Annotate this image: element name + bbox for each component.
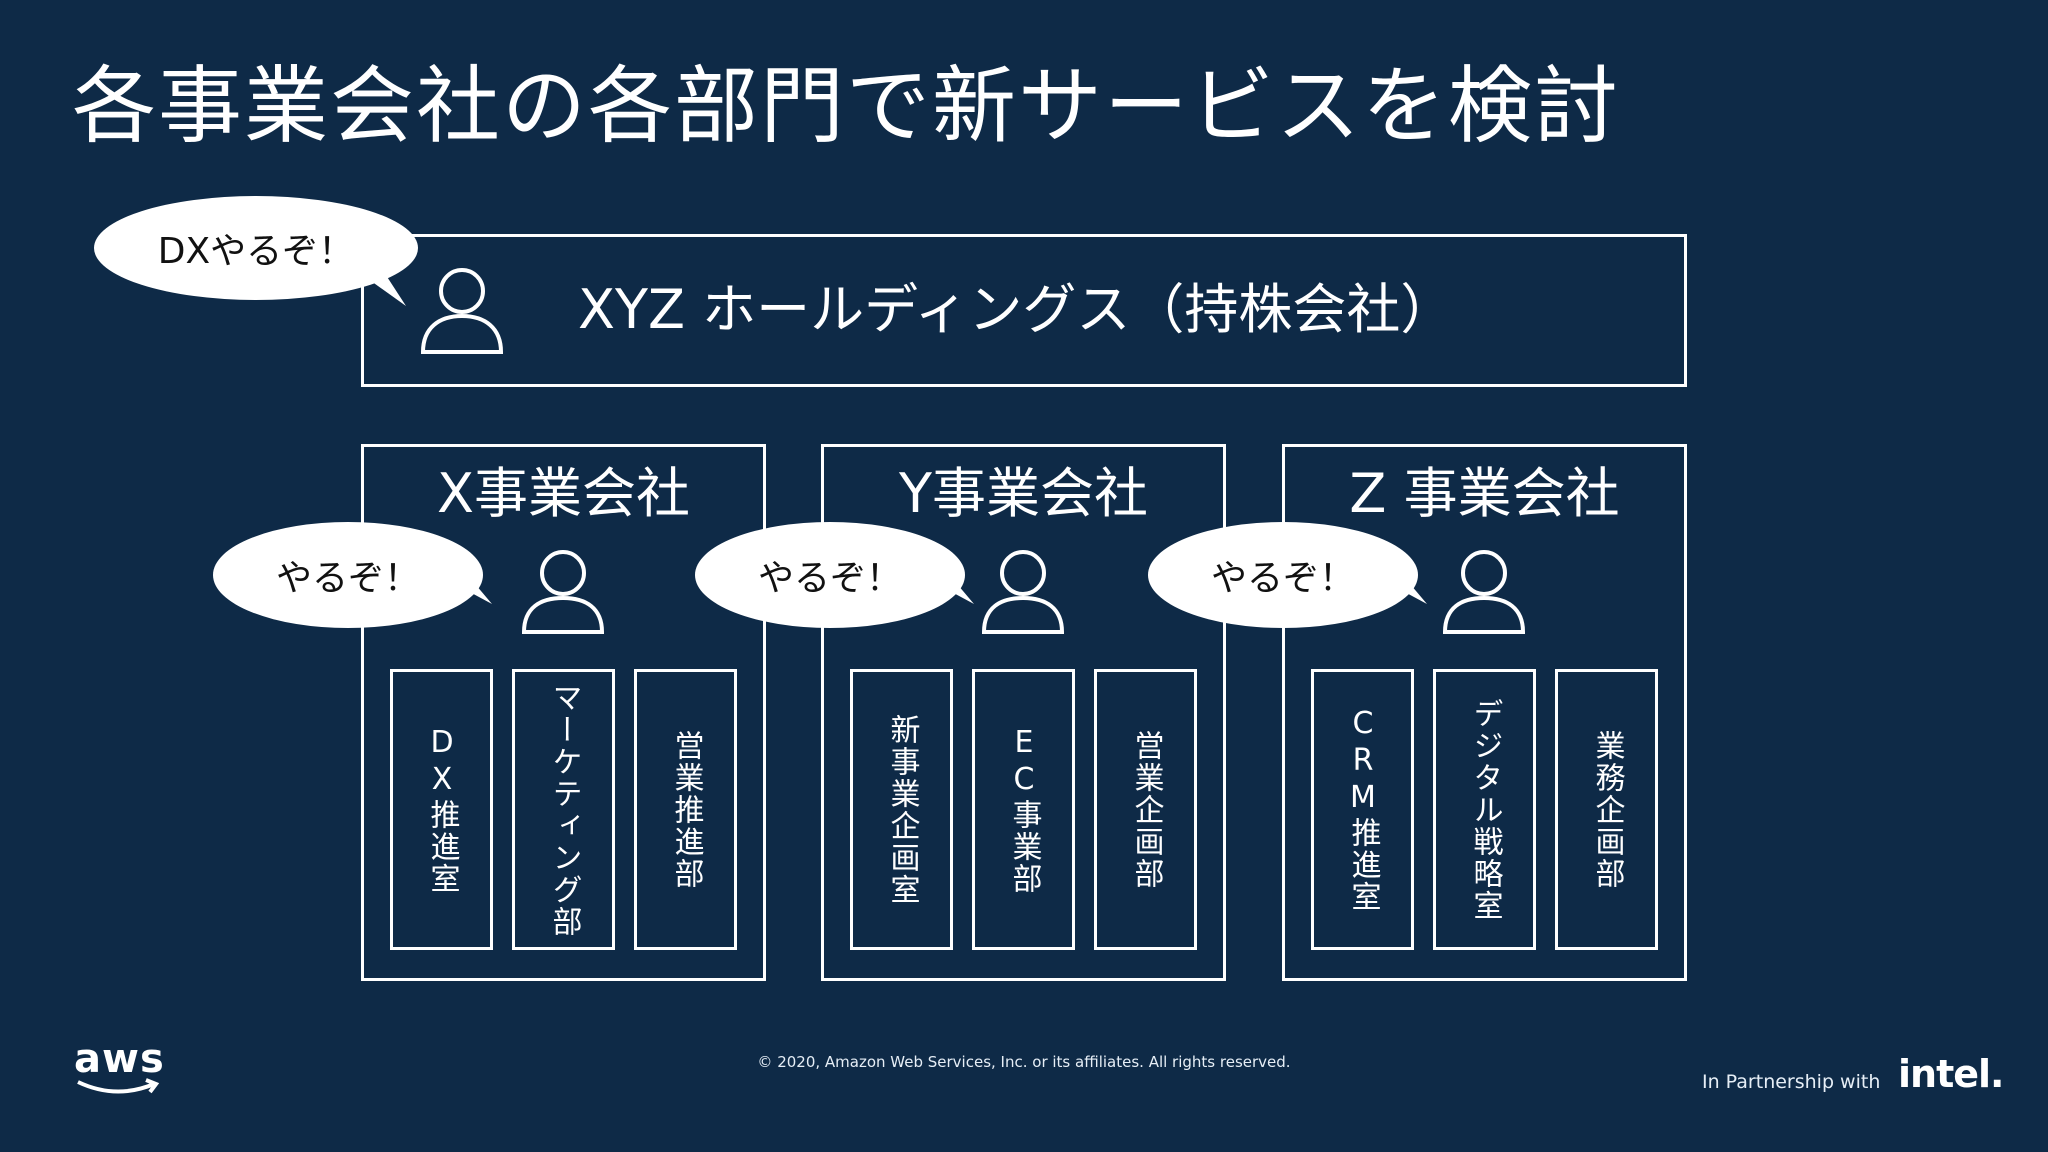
holding-company-label: XYZ ホールディングス（持株会社） <box>578 278 1455 341</box>
speech-bubble-text: DXやるぞ！ <box>157 231 355 272</box>
department-box: DX推進室 <box>390 669 493 950</box>
speech-bubble-tail <box>922 576 974 604</box>
company-box-z <box>1282 444 1687 981</box>
speech-bubble-text: やるぞ！ <box>1210 558 1355 599</box>
partnership-text: In Partnership with <box>1702 1071 1881 1093</box>
speech-bubble-tail <box>1375 576 1427 604</box>
slide-title: 各事業会社の各部門で新サービスを検討 <box>72 57 1621 155</box>
person-icon <box>419 266 505 354</box>
speech-bubble-tail <box>440 576 492 604</box>
speech-bubble-text: やるぞ！ <box>275 558 420 599</box>
speech-bubble-tail <box>350 266 406 306</box>
company-title-y: Y事業会社 <box>899 462 1148 525</box>
speech-bubble-z: やるぞ！ <box>1148 522 1418 628</box>
company-box-x <box>361 444 766 981</box>
speech-bubble-holding: DXやるぞ！ <box>94 196 418 300</box>
department-box: 新事業企画室 <box>850 669 953 950</box>
department-box: マーケティング部 <box>512 669 615 950</box>
department-box: 営業推進部 <box>634 669 737 950</box>
department-box: 業務企画部 <box>1555 669 1658 950</box>
company-box-y <box>821 444 1226 981</box>
holding-company-box <box>361 234 1687 387</box>
aws-logo: aws <box>74 1036 165 1094</box>
department-box: デジタル戦略室 <box>1433 669 1536 950</box>
speech-bubble-text: やるぞ！ <box>757 558 902 599</box>
aws-smile-icon <box>77 1078 160 1094</box>
department-box: 営業企画部 <box>1094 669 1197 950</box>
person-icon <box>980 548 1066 634</box>
speech-bubble-x: やるぞ！ <box>213 522 483 628</box>
person-icon <box>520 548 606 634</box>
person-icon <box>1441 548 1527 634</box>
department-box: EC事業部 <box>972 669 1075 950</box>
intel-logo: intel. <box>1898 1052 2004 1096</box>
copyright-text: © 2020, Amazon Web Services, Inc. or its… <box>757 1053 1291 1071</box>
department-box: CRM推進室 <box>1311 669 1414 950</box>
speech-bubble-y: やるぞ！ <box>695 522 965 628</box>
company-title-x: X事業会社 <box>437 462 690 525</box>
company-title-z: Z 事業会社 <box>1349 462 1620 525</box>
